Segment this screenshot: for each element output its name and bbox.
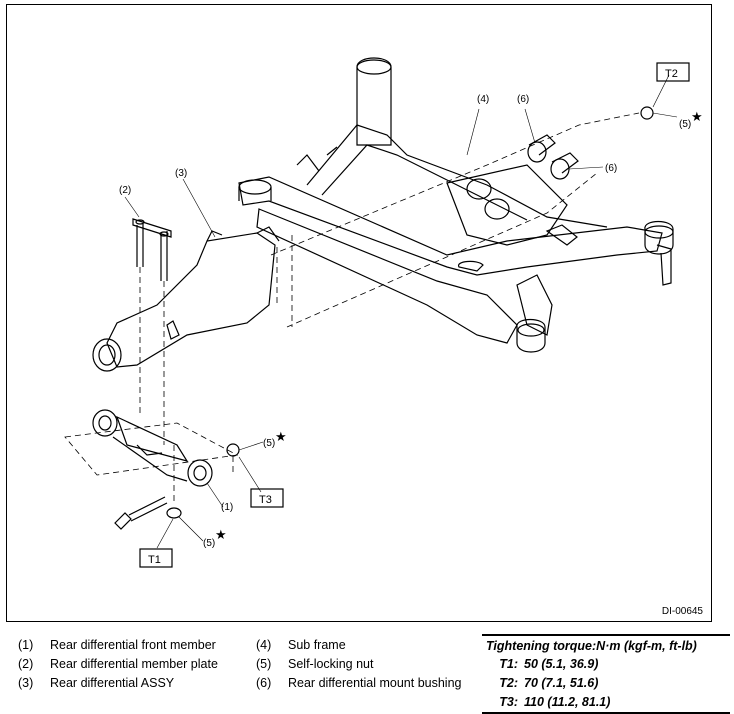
torque-table: Tightening torque:N·m (kgf-m, ft-lb) T1:…	[482, 634, 730, 714]
legend-item: (5) Self-locking nut	[256, 655, 462, 674]
torque-row: T2: 70 (7.1, 51.6)	[482, 674, 730, 693]
legend-num: (4)	[256, 638, 272, 652]
torque-box-t2-label: T2	[665, 68, 678, 80]
torque-key: T3:	[499, 695, 518, 709]
torque-value: 110 (11.2, 81.1)	[524, 695, 611, 709]
star-icon: ★	[275, 429, 287, 444]
torque-box-t3-label: T3	[259, 494, 272, 506]
self-locking-nuts-drawing	[166, 106, 654, 519]
exploded-view-figure: (2) (3) (4) (6) (6) (5) (5) (1) (5) ★ ★ …	[6, 4, 712, 622]
bolt-drawing	[114, 496, 168, 530]
front-member-drawing	[92, 409, 213, 487]
callout-5-mid: (5)	[263, 438, 275, 449]
legend-column-1: (1) Rear differential front member (2) Rea…	[18, 636, 218, 693]
callout-4: (4)	[477, 94, 489, 105]
torque-key: T1:	[499, 657, 518, 671]
rear-differential-drawing	[92, 226, 280, 372]
callout-2: (2)	[119, 185, 131, 196]
member-plate-drawing	[132, 218, 172, 281]
star-icon: ★	[215, 527, 227, 542]
torque-box-t1-label: T1	[148, 554, 161, 566]
exploded-view-drawing: (2) (3) (4) (6) (6) (5) (5) (1) (5) ★ ★ …	[64, 57, 703, 568]
callout-5-top: (5)	[679, 119, 691, 130]
legend-label: Sub frame	[288, 638, 346, 652]
torque-key: T2:	[499, 676, 518, 690]
legend-item: (6) Rear differential mount bushing	[256, 674, 462, 693]
leader-lines	[124, 74, 678, 549]
legend-label: Rear differential front member	[50, 638, 216, 652]
legend-label: Rear differential ASSY	[50, 676, 175, 690]
legend-label: Self-locking nut	[288, 657, 374, 671]
legend-item: (3) Rear differential ASSY	[18, 674, 218, 693]
torque-box-t3	[250, 488, 284, 508]
callout-3: (3)	[175, 168, 187, 179]
callout-1: (1)	[221, 502, 233, 513]
legend-num: (1)	[18, 638, 34, 652]
callout-6-right: (6)	[605, 163, 617, 174]
legend-column-2: (4) Sub frame (5) Self-locking nut (6) Rear…	[256, 636, 462, 693]
legend-item: (4) Sub frame	[256, 636, 462, 655]
torque-value: 50 (5.1, 36.9)	[524, 657, 599, 671]
legend-num: (3)	[18, 676, 34, 690]
sub-frame-drawing	[238, 57, 674, 353]
torque-value: 70 (7.1, 51.6)	[524, 676, 599, 690]
legend-label: Rear differential mount bushing	[288, 676, 462, 690]
legend-num: (2)	[18, 657, 34, 671]
legend-num: (5)	[256, 657, 272, 671]
torque-box-t2	[656, 62, 690, 82]
torque-row: T3: 110 (11.2, 81.1)	[482, 693, 730, 712]
legend-num: (6)	[256, 676, 272, 690]
star-icon: ★	[691, 109, 703, 124]
figure-code: DI-00645	[661, 606, 703, 617]
alignment-lines	[64, 112, 640, 505]
legend-item: (1) Rear differential front member	[18, 636, 218, 655]
torque-heading: Tightening torque:N·m (kgf-m, ft-lb)	[486, 639, 697, 653]
callout-6-top: (6)	[517, 94, 529, 105]
legend-label: Rear differential member plate	[50, 657, 218, 671]
callout-5-bottom: (5)	[203, 538, 215, 549]
mount-bushings-drawing	[527, 134, 579, 180]
torque-row: T1: 50 (5.1, 36.9)	[482, 655, 730, 674]
torque-box-t1	[139, 548, 173, 568]
legend-item: (2) Rear differential member plate	[18, 655, 218, 674]
